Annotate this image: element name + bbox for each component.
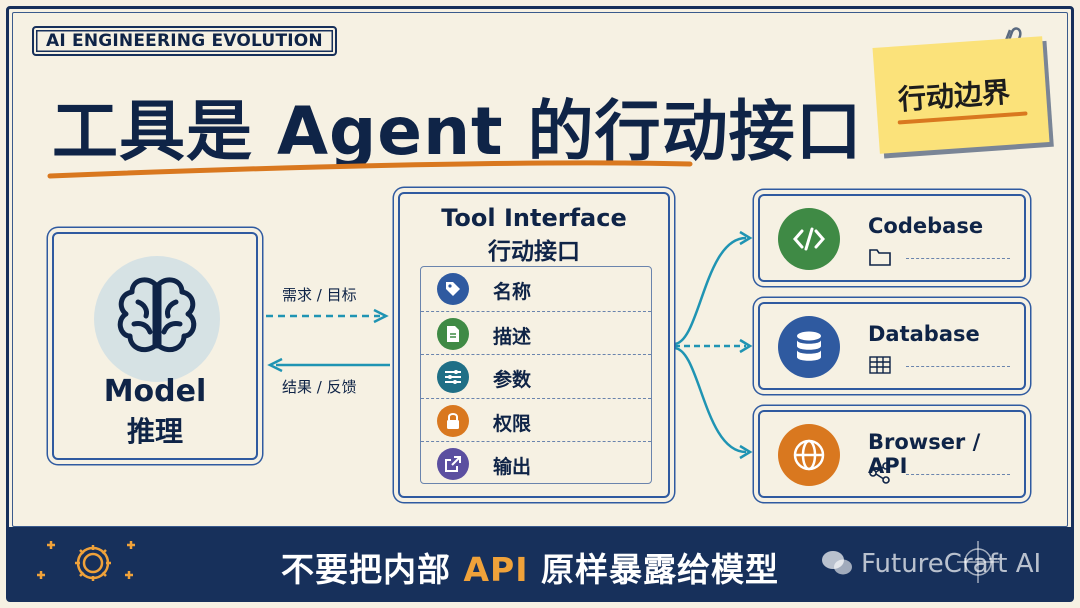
target-browser-api: Browser / API [758,410,1026,498]
inner-frame [12,12,1068,527]
export-icon [437,448,469,481]
lock-icon [437,404,469,437]
placeholder-dash [906,366,1010,367]
footer-message: 不要把内部 API 原样暴露给模型 [281,543,779,591]
target-label: Browser / API [868,430,981,478]
footer-text-post: 原样暴露给模型 [528,550,780,589]
list-item-label: 名称 [493,281,532,303]
list-item-label: 输出 [493,456,532,479]
series-badge: AI ENGINEERING EVOLUTION [32,26,337,56]
connector-browser [673,346,747,454]
tool-property-params: 参数 [421,354,651,398]
title-underline [47,160,693,179]
footer-text-pre: 不要把内部 [281,550,464,589]
result-label: 结果 / 反馈 [282,378,357,396]
tool-interface-title-zh: 行动接口 [488,239,580,265]
globe-icon [778,424,840,486]
tool-property-list: 名称 描述 参数 权限 输出 [420,266,652,484]
list-item-label: 描述 [493,325,532,348]
list-item-label: 参数 [493,369,532,392]
model-label-en: Model [103,374,207,409]
target-label: Database [868,322,980,346]
model-card: Model 推理 [52,232,258,460]
wechat-icon [822,551,852,575]
placeholder-dash [906,258,1010,259]
sliders-icon [437,361,469,394]
page-title: 工具是 Agent 的行动接口 [52,93,863,170]
folder-icon [869,249,891,266]
target-crosshair-icon [957,541,999,583]
tool-property-name: 名称 [421,267,651,311]
gear-icon [37,541,135,581]
watermark: FutureCraft AI [861,549,1042,579]
tool-interface-card: Tool Interface 行动接口 名称 描述 参数 权限 [398,192,670,498]
tool-property-output: 输出 [421,441,651,485]
list-item-label: 权限 [493,412,532,435]
document-icon [437,317,469,350]
result-arrow-head [267,357,283,373]
tag-icon [437,273,469,305]
tool-property-description: 描述 [421,310,651,355]
placeholder-dash [906,474,1010,475]
code-icon [778,208,840,270]
sticky-note: 行动边界 [872,36,1050,154]
tool-interface-title-en: Tool Interface [441,204,627,232]
footer-banner: 不要把内部 API 原样暴露给模型 FutureCraft AI [9,527,1071,599]
brain-icon [94,256,220,382]
footer-text-accent: API [463,550,529,589]
target-label: Codebase [868,214,984,238]
database-icon [778,316,840,378]
target-codebase: Codebase [758,194,1026,282]
sticky-note-text: 行动边界 [897,75,1012,117]
target-database: Database [758,302,1026,390]
request-label: 需求 / 目标 [282,286,357,304]
share-icon [869,462,890,484]
model-label-zh: 推理 [126,415,183,448]
tool-property-permission: 权限 [421,397,651,442]
outer-frame [6,6,1074,602]
connector-codebase [673,236,747,346]
request-arrow-head [373,308,389,324]
table-icon [869,356,891,374]
